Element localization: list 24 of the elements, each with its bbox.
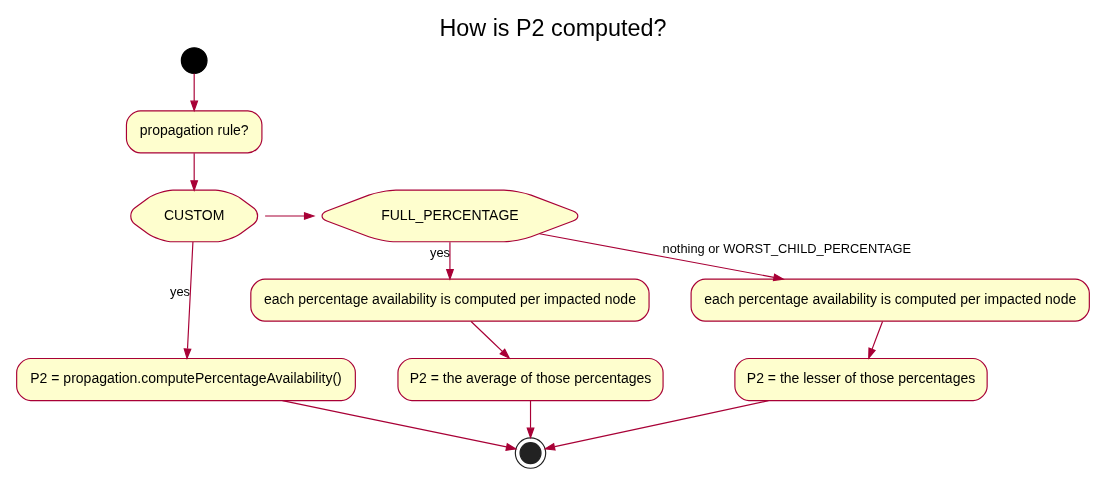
arrow bbox=[189, 152, 198, 192]
node-ellipse: FULL_PERCENTAGE bbox=[320, 189, 578, 243]
diagram-title: How is P2 computed? bbox=[438, 15, 667, 42]
arrow bbox=[189, 72, 198, 113]
node-box: propagation rule? bbox=[125, 110, 262, 154]
arrow bbox=[538, 233, 785, 282]
node-box: each percentage availability is computed per impacted node bbox=[690, 278, 1090, 322]
arrow bbox=[445, 241, 454, 281]
arrow bbox=[281, 400, 518, 451]
node-circle bbox=[514, 437, 546, 469]
edge-label: yes bbox=[169, 284, 190, 300]
node-circle bbox=[180, 47, 208, 75]
node-ellipse: CUSTOM bbox=[129, 189, 258, 243]
arrow bbox=[470, 320, 510, 360]
arrow bbox=[182, 241, 193, 361]
arrow bbox=[525, 400, 535, 440]
arrow bbox=[542, 400, 769, 451]
arrow bbox=[264, 211, 316, 221]
arrow bbox=[867, 320, 883, 360]
node-box: P2 = the lesser of those percentages bbox=[733, 357, 988, 402]
node-box: P2 = propagation.computePercentageAvailability() bbox=[15, 357, 356, 402]
edge-label: nothing or WORST_CHILD_PERCENTAGE bbox=[662, 240, 911, 256]
node-box: P2 = the average of those percentages bbox=[396, 357, 664, 402]
node-box: each percentage availability is computed per impacted node bbox=[249, 278, 650, 322]
